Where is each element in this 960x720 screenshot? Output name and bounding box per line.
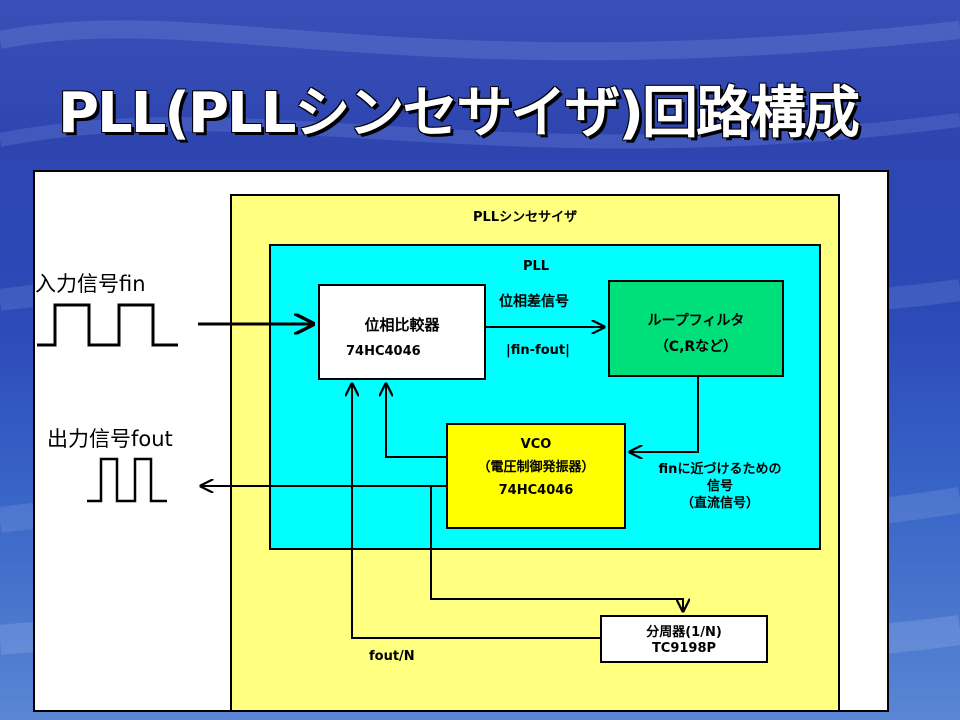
divider-branch-wire bbox=[430, 486, 683, 611]
vco-to-comparator-wire bbox=[386, 384, 446, 458]
vco-part: 74HC4046 bbox=[498, 483, 574, 498]
divider-block: 分周器(1/N) TC9198P bbox=[600, 615, 768, 663]
phase-comparator-part: 74HC4046 bbox=[346, 344, 421, 359]
input-signal-label: 入力信号fin bbox=[35, 272, 146, 296]
phase-diff-formula: |fin-fout| bbox=[506, 343, 570, 358]
loop-filter-name: ループフィルタ bbox=[647, 313, 745, 329]
phase-diff-label: 位相差信号 bbox=[499, 294, 569, 310]
filter-to-vco-wire bbox=[630, 377, 699, 452]
output-waveform bbox=[87, 457, 167, 503]
feedback-label: fout/N bbox=[369, 649, 415, 664]
feedback-wire bbox=[352, 384, 600, 639]
vco-block: VCO （電圧制御発振器） 74HC4046 bbox=[446, 423, 626, 529]
diagram-panel: PLLシンセサイザ PLL 位相比較器 74HC4046 ループフィルタ （C,… bbox=[33, 170, 889, 712]
vco-sub: （電圧制御発振器） bbox=[477, 460, 595, 475]
dc-signal-line3: （直流信号） bbox=[680, 496, 759, 511]
output-signal-label: 出力信号fout bbox=[47, 427, 173, 451]
phase-comparator-name: 位相比較器 bbox=[364, 316, 440, 334]
synthesizer-label: PLLシンセサイザ bbox=[473, 210, 578, 225]
dc-signal-line2: 信号 bbox=[706, 479, 733, 494]
divider-part: TC9198P bbox=[651, 641, 717, 656]
phase-comparator-block: 位相比較器 74HC4046 bbox=[318, 284, 486, 380]
slide-title: PLL(PLLシンセサイザ)回路構成 bbox=[58, 81, 860, 146]
signal-wires bbox=[37, 303, 699, 639]
input-waveform bbox=[37, 303, 178, 347]
dc-signal-label: finに近づけるための 信号 （直流信号） bbox=[620, 461, 820, 512]
dc-signal-line1: finに近づけるための bbox=[658, 462, 782, 477]
loop-filter-block: ループフィルタ （C,Rなど） bbox=[608, 280, 784, 377]
divider-name: 分周器(1/N) bbox=[646, 625, 722, 640]
pll-label: PLL bbox=[523, 259, 550, 274]
vco-name: VCO bbox=[520, 437, 552, 452]
loop-filter-sub: （C,Rなど） bbox=[654, 339, 738, 355]
